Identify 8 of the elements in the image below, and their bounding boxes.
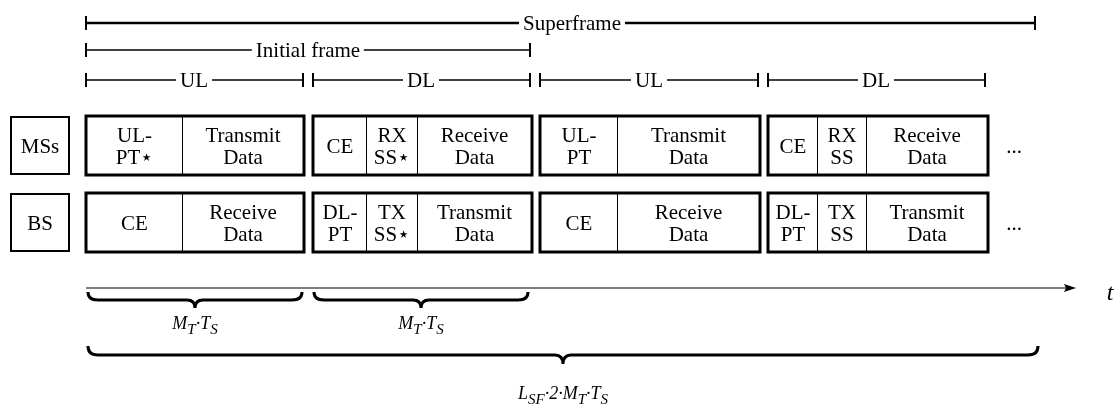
- ellipsis: ...: [1005, 134, 1023, 158]
- station-box: BS: [10, 193, 70, 252]
- ellipsis: ...: [1005, 211, 1023, 235]
- duration-formula: M$_{T}$·T$_{S}$: [397, 312, 445, 339]
- duration-formula: L$_{SF}$·2·M$_{T}$·T$_{S}$: [517, 382, 609, 409]
- duration-formula: M$_{T}$·T$_{S}$: [171, 312, 219, 339]
- station-box: MSs: [10, 116, 70, 175]
- axis-label: t: [1105, 280, 1115, 304]
